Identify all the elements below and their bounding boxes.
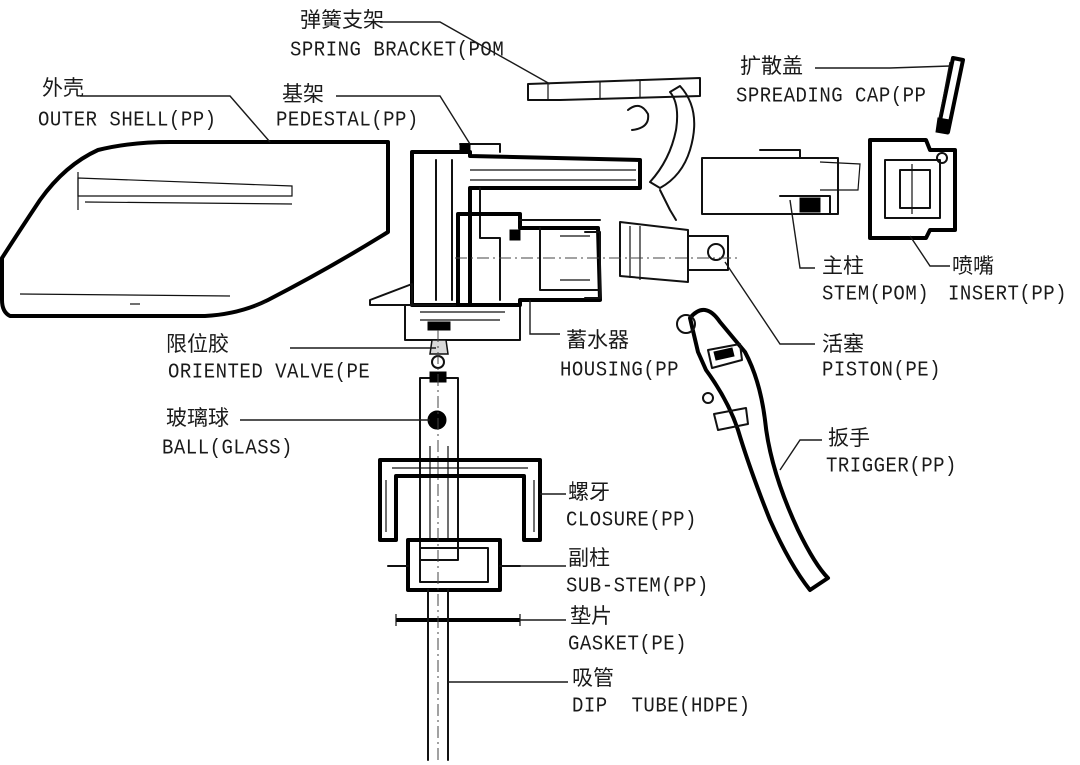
spring-bracket-label-en: SPRING BRACKET(POM <box>290 37 505 63</box>
outer-shell-part <box>0 140 390 318</box>
outer-shell-label-zh: 外壳 <box>42 76 84 100</box>
gasket-label-en: GASKET(PE) <box>568 631 688 657</box>
gasket-part <box>395 614 521 626</box>
spreading-cap-part <box>935 56 965 135</box>
spreading-cap-label-en: SPREADING CAP(PP <box>736 83 927 109</box>
piston-label-zh: 活塞 <box>822 332 864 356</box>
housing-part <box>456 212 602 307</box>
pedestal-label-zh: 基架 <box>282 82 324 106</box>
sub-stem-label-en: SUB-STEM(PP) <box>566 573 709 599</box>
insert-part <box>868 138 957 240</box>
spreading-cap-label-zh: 扩散盖 <box>740 54 803 78</box>
housing-label-en: HOUSING(PP <box>560 357 680 383</box>
stem-label-en: STEM(POM) <box>822 281 930 307</box>
pedestal-part <box>369 143 642 341</box>
gasket-label-zh: 垫片 <box>570 604 612 628</box>
dip-tube-part <box>427 589 449 761</box>
oriented-valve-label-zh: 限位胶 <box>166 332 229 356</box>
closure-part <box>378 458 542 542</box>
valve-ball-assembly <box>419 339 459 561</box>
trigger-label-zh: 扳手 <box>828 426 870 450</box>
leader-lines <box>80 21 951 683</box>
insert-label-zh: 喷嘴 <box>952 254 994 278</box>
trigger-label-en: TRIGGER(PP) <box>826 453 957 479</box>
trigger-part <box>676 308 830 592</box>
housing-label-zh: 蓄水器 <box>566 328 629 352</box>
pedestal-label-en: PEDESTAL(PP) <box>276 107 419 133</box>
oriented-valve-label-en: ORIENTED VALVE(PE <box>168 359 371 385</box>
stem-part <box>701 149 861 215</box>
outer-shell-label-en: OUTER SHELL(PP) <box>38 107 217 133</box>
ball-label-zh: 玻璃球 <box>166 406 229 430</box>
dip-tube-label-en: DIP TUBE(HDPE) <box>572 693 751 719</box>
dip-tube-label-zh: 吸管 <box>572 666 614 690</box>
piston-part <box>619 221 729 283</box>
spring-bracket-part <box>527 77 701 221</box>
sub-stem-part <box>387 538 521 592</box>
sub-stem-label-zh: 副柱 <box>568 546 610 570</box>
closure-label-zh: 螺牙 <box>568 480 610 504</box>
spring-bracket-label-zh: 弹簧支架 <box>300 8 384 32</box>
ball-label-en: BALL(GLASS) <box>162 435 293 461</box>
stem-label-zh: 主柱 <box>822 254 864 278</box>
insert-label-en: INSERT(PP) <box>948 281 1068 307</box>
closure-label-en: CLOSURE(PP) <box>566 507 697 533</box>
piston-label-en: PISTON(PE) <box>822 357 942 383</box>
